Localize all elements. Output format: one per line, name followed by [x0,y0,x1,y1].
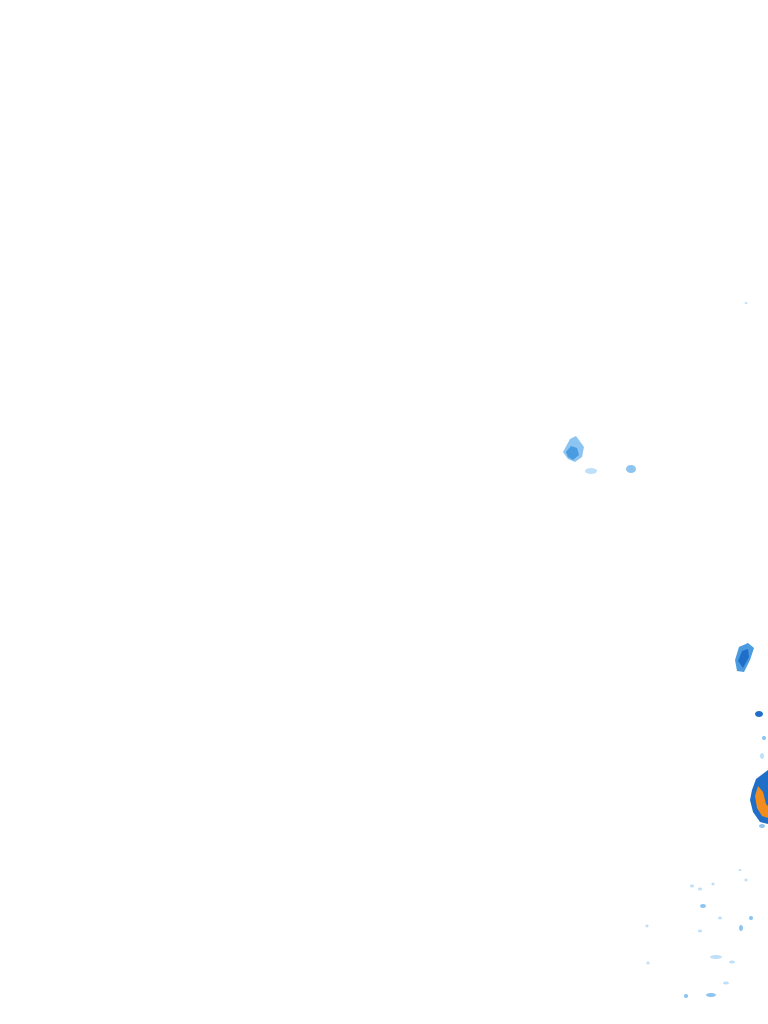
echo-speck [684,994,688,998]
echo-speck [755,711,763,717]
echo-speck [723,981,729,985]
echo-scatter-southeast [645,302,753,998]
echo-speck [710,955,722,959]
echo-speck [698,929,702,933]
echo-speck [744,302,748,304]
echo-speck [700,904,706,908]
echo-cell-core [738,649,749,668]
echo-speck [718,916,722,920]
echo-cell-core [566,446,579,460]
echo-speck [729,960,735,964]
echo-speck [690,884,694,888]
echo-speck [711,882,715,886]
echo-cluster-east-core [750,770,768,828]
echo-speck [762,736,766,740]
echo-speck [645,924,649,928]
echo-speck [759,824,765,828]
echo-cell-core [755,786,768,818]
echo-speck [739,925,743,931]
echo-speck [585,468,597,474]
echo-speck [646,961,650,965]
echo-cluster-east-upper [735,643,766,759]
echo-speck [738,869,742,871]
echo-speck [760,753,764,759]
echo-speck [749,916,753,920]
echo-speck [626,465,636,473]
echo-cluster-central [563,436,636,474]
echo-speck [698,887,702,891]
echo-speck [744,878,748,882]
echo-speck [706,993,716,997]
